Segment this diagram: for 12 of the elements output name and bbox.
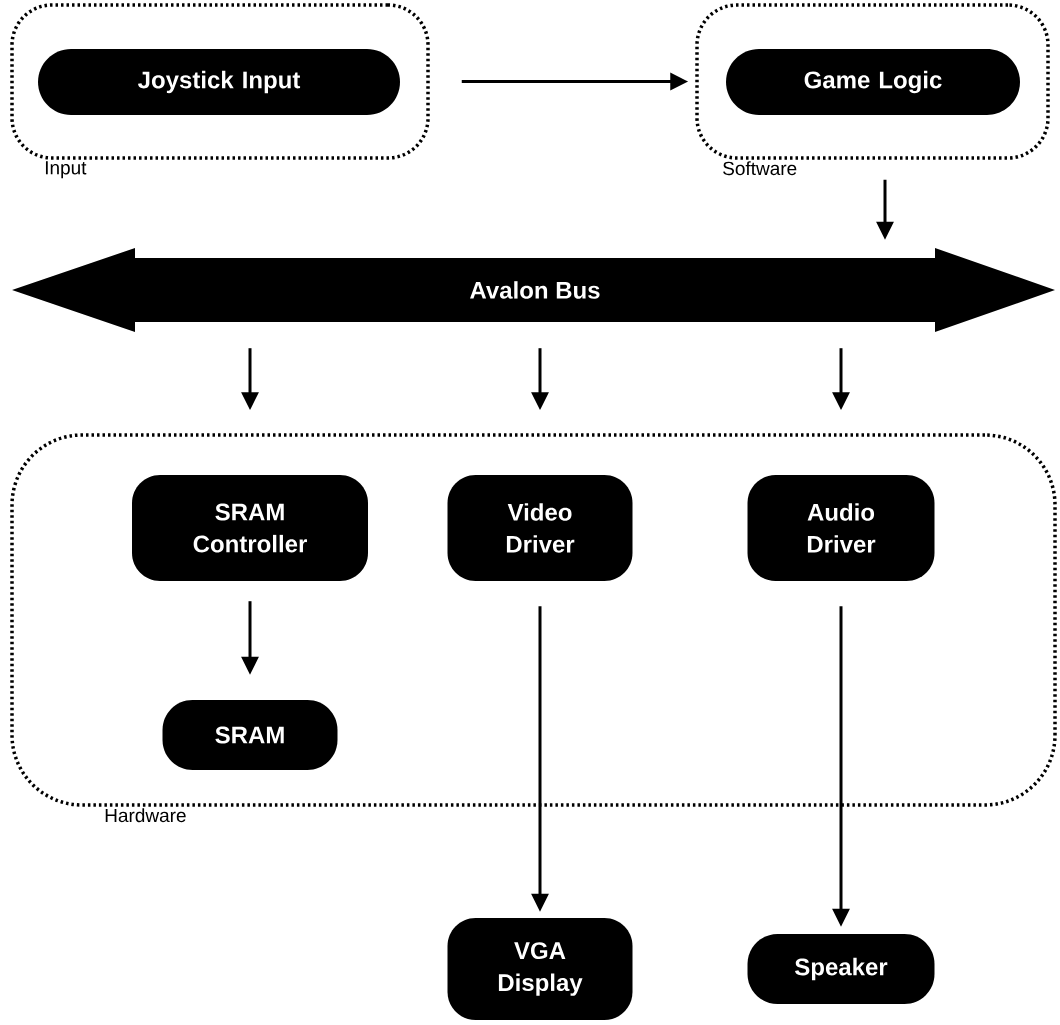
- rounded-box: VGA Display: [447, 918, 633, 1020]
- group-label: Input: [45, 161, 87, 179]
- rounded-box: Audio Driver: [747, 475, 935, 581]
- rounded-box: Video Driver: [447, 475, 633, 581]
- rounded-box: Joystick Input: [38, 49, 400, 115]
- rounded-box: Game Logic: [726, 49, 1020, 115]
- rounded-box: Speaker: [747, 934, 935, 1004]
- rounded-box: SRAM Controller: [132, 475, 368, 581]
- double-arrow-bus: Avalon Bus: [12, 248, 1055, 332]
- rounded-box: SRAM: [162, 700, 338, 770]
- group-label: Software: [723, 161, 797, 176]
- group-label: Hardware: [105, 808, 186, 823]
